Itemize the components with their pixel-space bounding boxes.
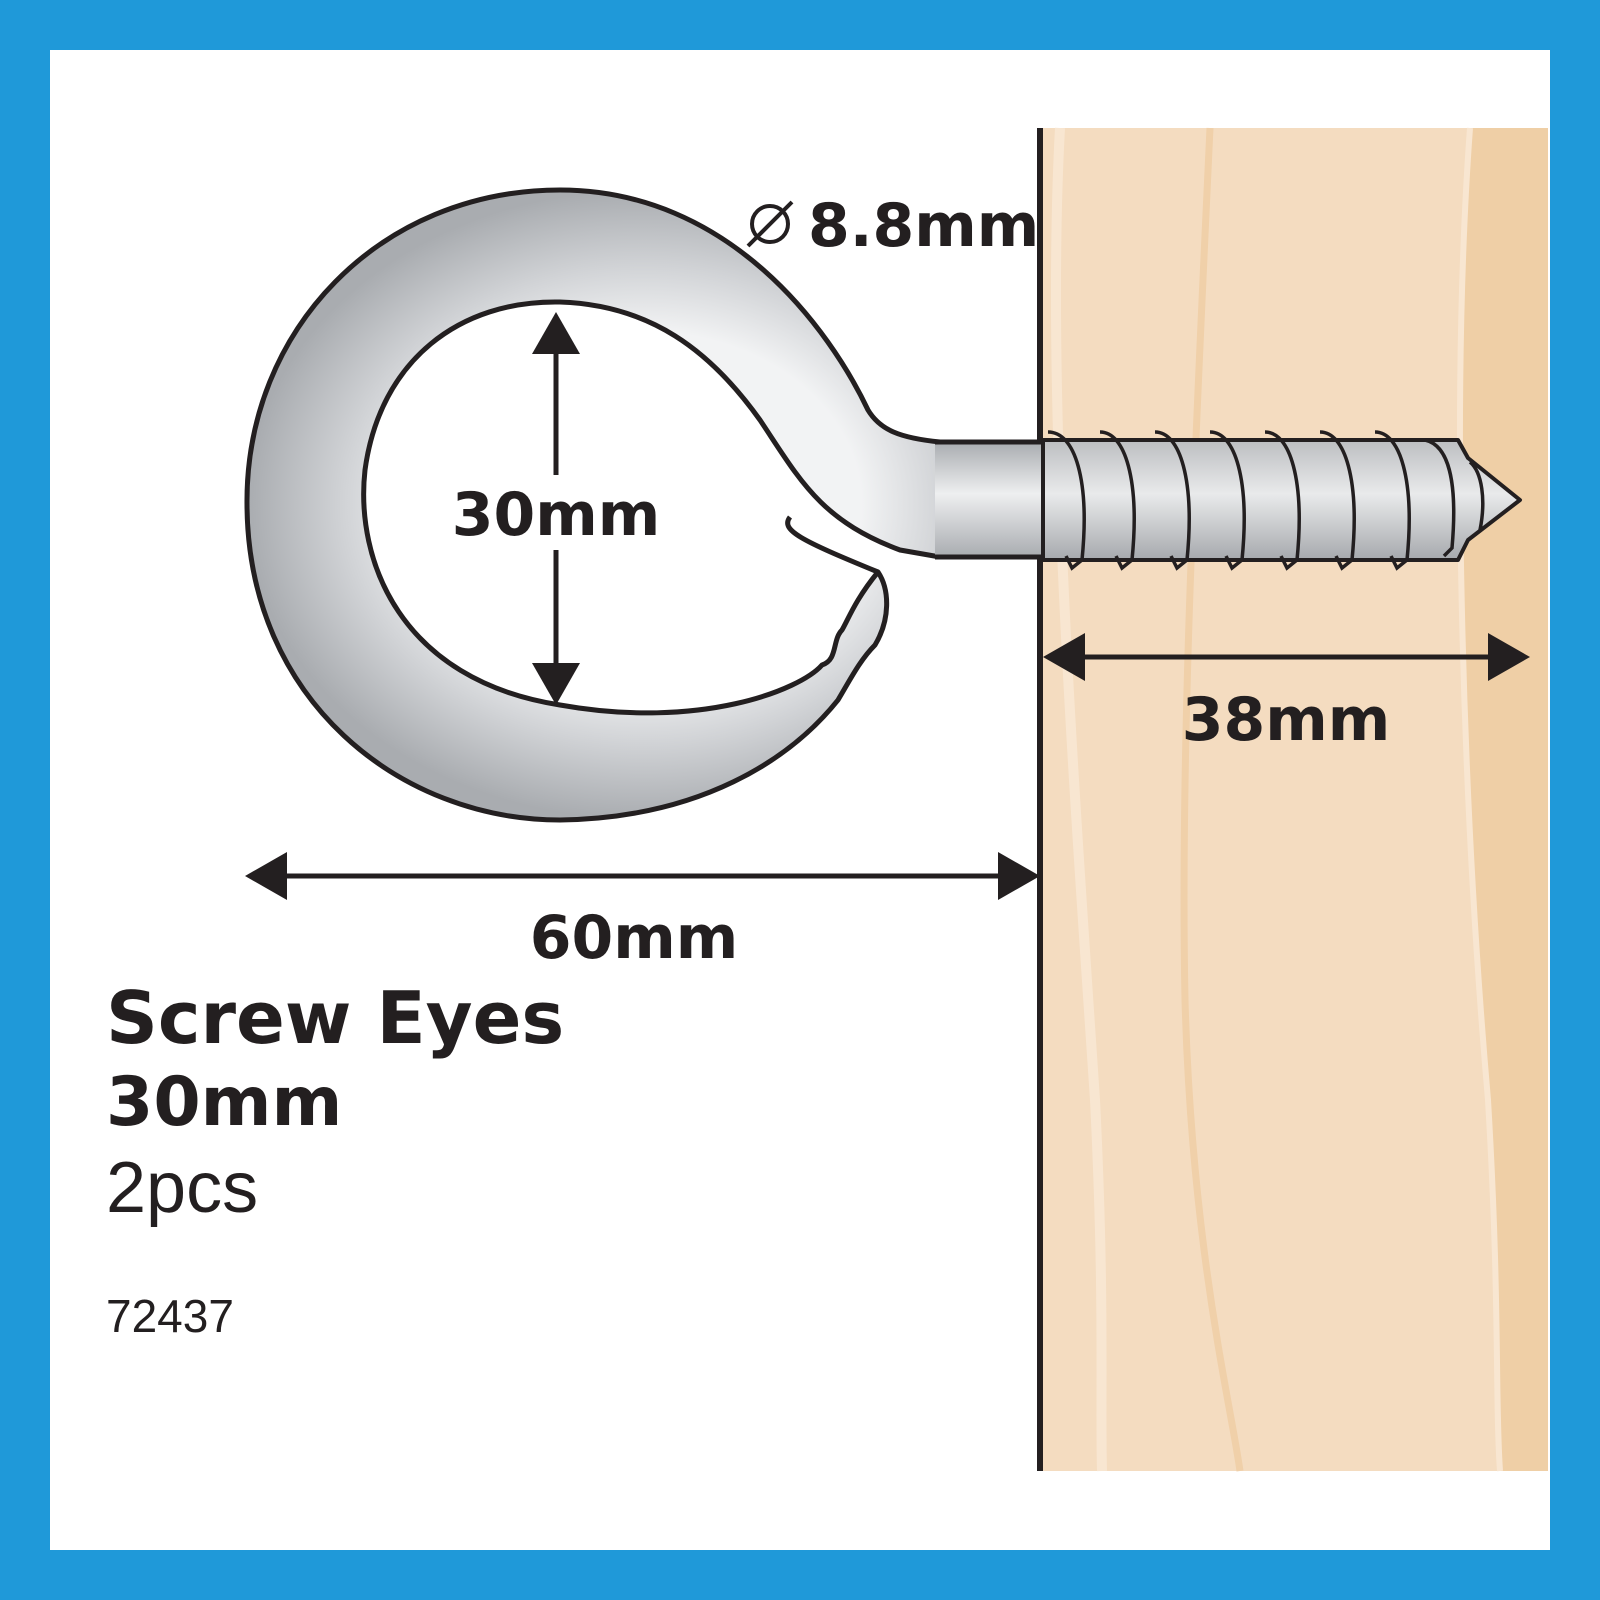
eye-inner-dimension-label: 30mm [452,480,661,550]
screw-eye-ring [244,187,1043,823]
overall-length-dimension-label: 60mm [530,903,739,973]
thread-length-dimension-label: 38mm [1182,685,1391,755]
diameter-symbol-icon [746,200,794,248]
product-info: Screw Eyes 30mm 2pcs 72437 [106,975,564,1343]
screw-thread [1041,430,1522,571]
eye-inner-dimension-arrow [532,312,580,705]
product-size: 30mm [106,1063,343,1142]
screw-shank [935,442,1043,557]
product-quantity: 2pcs [106,1148,259,1228]
product-name: Screw Eyes [106,976,565,1060]
wood-block [1037,127,1548,1472]
overall-length-dimension-arrow [245,852,1040,900]
wire-diameter-label: 8.8mm [808,191,1039,261]
product-code: 72437 [106,1290,234,1342]
thread-length-dimension-arrow [1043,633,1530,681]
